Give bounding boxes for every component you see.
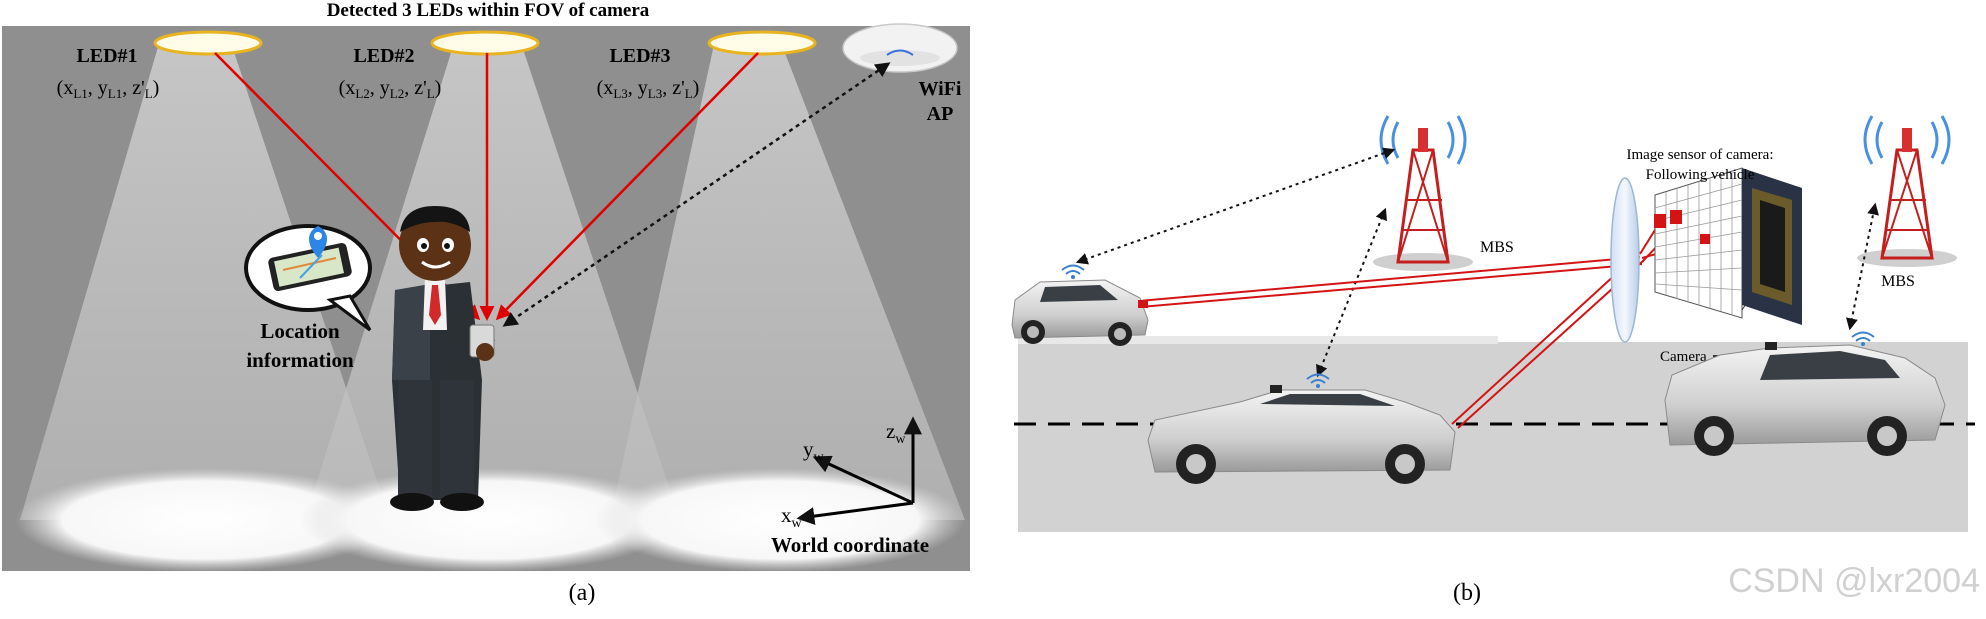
road-far-strip xyxy=(1018,336,1498,344)
led-label-3: LED#3 xyxy=(609,45,670,67)
led-label-2: LED#2 xyxy=(353,45,414,67)
panel-a-title: Detected 3 LEDs within FOV of camera xyxy=(327,0,650,21)
led-fixture-3 xyxy=(709,32,815,54)
image-sensor-grid xyxy=(1654,168,1755,318)
mbs-label-left: MBS xyxy=(1480,239,1514,256)
link-car3-mbs xyxy=(1850,205,1875,328)
panel-a-caption: (a) xyxy=(569,580,596,606)
image-sensor-chip xyxy=(1742,168,1802,325)
link-car1-mbs xyxy=(1078,150,1393,262)
location-info-line1: Location xyxy=(260,319,340,343)
camera-lens xyxy=(1611,178,1639,342)
sensor-label-line1: Image sensor of camera: xyxy=(1626,147,1773,163)
wifi-ap-icon xyxy=(843,24,957,72)
camera-label: Camera xyxy=(1660,349,1707,365)
panel-b-caption: (b) xyxy=(1453,580,1481,606)
mbs-label-right: MBS xyxy=(1881,273,1915,290)
location-info-line2: information xyxy=(246,348,354,372)
mbs-tower-right-icon xyxy=(1857,116,1957,267)
wifi-icon-car1 xyxy=(1062,266,1084,280)
led-fixture-1 xyxy=(155,32,261,54)
panel-a: Detected 3 LEDs within FOV of camera WiF… xyxy=(2,0,970,606)
led-label-1: LED#1 xyxy=(76,45,137,67)
led-fixture-2 xyxy=(432,32,538,54)
wifi-ap-label-line1: WiFi xyxy=(919,78,962,100)
panel-b: MBS MBS xyxy=(1012,116,1975,606)
vehicle-1 xyxy=(1012,280,1148,346)
sensor-label-line2: Following vehicle xyxy=(1646,167,1755,183)
world-coordinate-label: World coordinate xyxy=(771,533,929,557)
wifi-ap-label-line2: AP xyxy=(927,103,954,125)
mbs-tower-left-icon xyxy=(1373,116,1473,271)
watermark: CSDN @lxr2004 xyxy=(1728,562,1980,600)
